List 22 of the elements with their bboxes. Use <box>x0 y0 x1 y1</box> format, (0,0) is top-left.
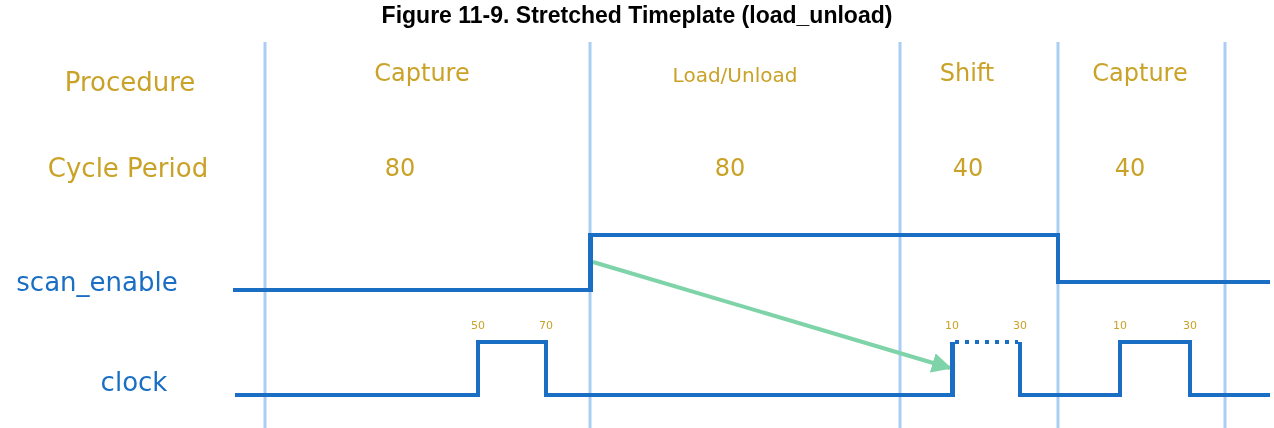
procedure-name: Capture <box>374 61 470 85</box>
arrow <box>592 260 952 373</box>
cycle-period-value: 40 <box>1114 156 1146 180</box>
row-label: Cycle Period <box>47 155 209 181</box>
figure-title: Figure 11-9. Stretched Timeplate (load_unload) <box>380 2 894 29</box>
cycle-period-value: 80 <box>384 156 416 180</box>
row-label: Procedure <box>64 69 196 95</box>
timing-value: 30 <box>1013 319 1027 331</box>
procedure-name: Load/Unload <box>672 65 798 85</box>
timing-value: 10 <box>1113 319 1127 331</box>
timing-value: 50 <box>471 319 485 331</box>
timing-value: 10 <box>945 319 959 331</box>
signal-name: clock <box>100 369 168 395</box>
timing-value: 30 <box>1183 319 1197 331</box>
timing-value: 70 <box>539 319 553 331</box>
cycle-period-value: 40 <box>952 156 984 180</box>
procedure-name: Shift <box>939 61 995 85</box>
procedure-name: Capture <box>1092 61 1188 85</box>
cycle-period-value: 80 <box>714 156 746 180</box>
clock-rising-edge <box>950 342 955 397</box>
signal-name: scan_enable <box>16 269 178 295</box>
scan-enable-rising-edge <box>588 235 593 292</box>
